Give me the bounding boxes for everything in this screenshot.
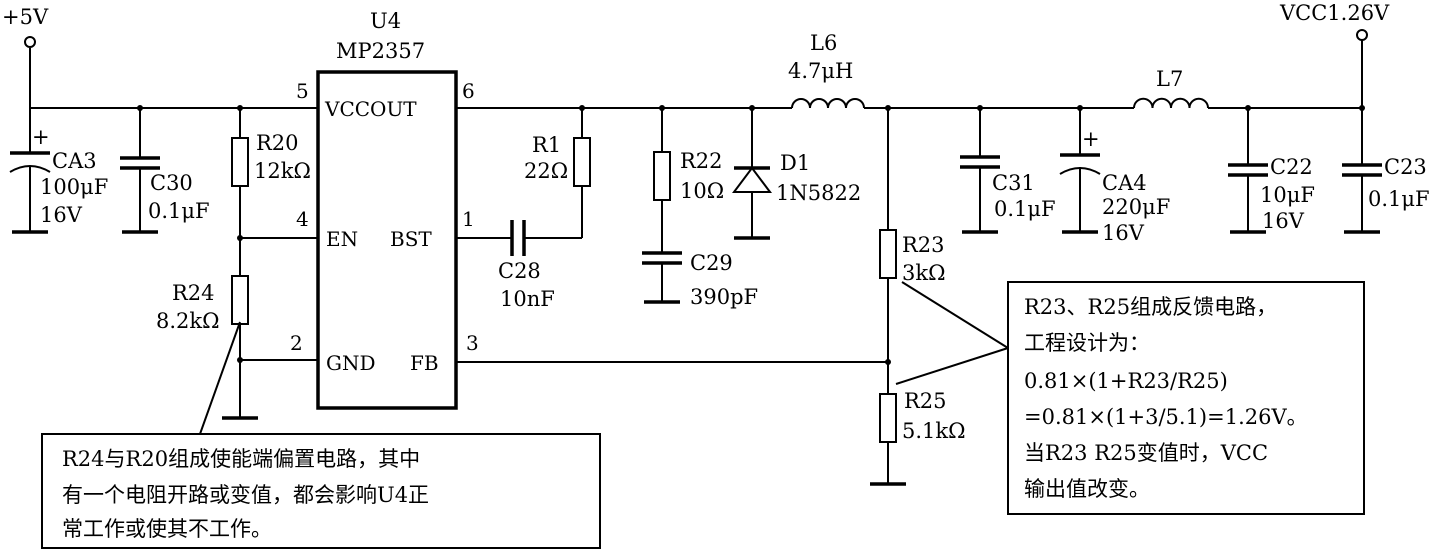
capacitor-c29: C29 390pF [642, 251, 758, 309]
c29-value: 390pF [690, 285, 758, 309]
c23-value: 0.1μF [1368, 187, 1430, 211]
ic-u4: U4 MP2357 VCCOUT EN BST GND FB 5 6 4 1 2… [290, 9, 479, 410]
resistor-r1: R1 22Ω [524, 133, 591, 187]
l7-ref: L7 [1156, 67, 1183, 91]
diode-d1: D1 1N5822 [732, 151, 861, 240]
inductor-l7: L7 [1133, 67, 1209, 109]
note-enable-line-3: 常工作或使其不工作。 [62, 517, 272, 541]
ca4-rating: 16V [1102, 221, 1145, 245]
pin-number-1: 1 [462, 207, 475, 231]
note-feedback-line-1: R23、R25组成反馈电路， [1024, 295, 1277, 319]
r1-ref: R1 [532, 133, 561, 157]
pin-number-5: 5 [296, 79, 309, 103]
c22-rating: 16V [1262, 209, 1305, 233]
resistor-r24: R24 8.2kΩ [156, 275, 249, 333]
r24-ref: R24 [172, 281, 215, 305]
vin-label: +5V [2, 5, 49, 29]
vin-terminal: +5V [2, 5, 49, 48]
pin-bst-label: BST [390, 227, 432, 251]
capacitor-c23: C23 0.1μF [1342, 155, 1430, 234]
capacitor-c30: C30 0.1μF [120, 156, 210, 234]
d1-value: 1N5822 [776, 181, 861, 205]
c31-ref: C31 [992, 171, 1035, 195]
r1-value: 22Ω [524, 159, 568, 183]
ca4-ref: CA4 [1102, 171, 1147, 195]
d1-ref: D1 [780, 151, 810, 175]
ca4-polarity: + [1082, 127, 1100, 151]
c28-ref: C28 [498, 259, 541, 283]
ca4-value: 220μF [1102, 195, 1170, 219]
pin-gnd-label: GND [326, 351, 376, 375]
c30-ref: C30 [150, 171, 193, 195]
r25-value: 5.1kΩ [902, 419, 966, 443]
capacitor-ca3: + CA3 100μF 16V [9, 125, 108, 234]
pin-number-2: 2 [290, 331, 303, 355]
resistor-r20: R20 12kΩ [231, 131, 311, 187]
resistor-r23: R23 3kΩ [879, 229, 946, 285]
pin-number-3: 3 [466, 331, 479, 355]
c22-value: 10μF [1260, 183, 1315, 207]
ca3-rating: 16V [40, 203, 83, 227]
l6-value: 4.7μH [788, 59, 853, 83]
ca3-ref: CA3 [52, 149, 97, 173]
capacitor-ca4: + CA4 220μF 16V [1059, 127, 1170, 245]
c31-value: 0.1μF [994, 197, 1056, 221]
ca3-value: 100μF [40, 175, 108, 199]
ca3-polarity: + [32, 125, 50, 149]
pin-en-label: EN [326, 227, 358, 251]
ic-part: MP2357 [336, 39, 425, 63]
pin-vccout-label: VCCOUT [324, 97, 417, 121]
pin-number-4: 4 [296, 207, 309, 231]
l6-ref: L6 [810, 31, 837, 55]
junctions [137, 105, 1365, 365]
c28-value: 10nF [500, 287, 555, 311]
r20-ref: R20 [256, 131, 299, 155]
note-feedback-line-2: 工程设计为： [1024, 331, 1150, 355]
resistor-r22: R22 10Ω [653, 149, 724, 203]
c23-ref: C23 [1384, 155, 1427, 179]
note-enable-line-2: 有一个电阻开路或变值，都会影响U4正 [62, 483, 429, 507]
resistor-r25: R25 5.1kΩ [879, 389, 966, 443]
r20-value: 12kΩ [254, 159, 311, 183]
note-feedback-line-3: 0.81×(1+R23/R25) [1024, 369, 1228, 393]
capacitor-c28: C28 10nF [498, 220, 555, 311]
note-feedback-line-6: 输出值改变。 [1024, 477, 1150, 501]
r24-value: 8.2kΩ [156, 309, 220, 333]
note-feedback-line-5: 当R23 R25变值时，VCC [1024, 441, 1268, 465]
ic-ref: U4 [370, 9, 401, 33]
capacitor-c31: C31 0.1μF [960, 155, 1056, 234]
c29-ref: C29 [690, 251, 733, 275]
note-feedback-line-4: =0.81×(1+3/5.1)=1.26V。 [1024, 405, 1308, 429]
capacitor-c22: C22 10μF 16V [1228, 155, 1315, 234]
pin-fb-label: FB [410, 351, 439, 375]
pin-number-6: 6 [462, 79, 475, 103]
c30-value: 0.1μF [148, 199, 210, 223]
callout-enable: R24与R20组成使能端偏置电路，其中 有一个电阻开路或变值，都会影响U4正 常… [41, 321, 601, 549]
vout-label: VCC1.26V [1279, 1, 1390, 25]
callout-feedback: R23、R25组成反馈电路， 工程设计为： 0.81×(1+R23/R25) =… [895, 281, 1365, 515]
r25-ref: R25 [904, 389, 947, 413]
r22-ref: R22 [680, 149, 723, 173]
note-enable-line-1: R24与R20组成使能端偏置电路，其中 [62, 447, 420, 471]
vout-terminal: VCC1.26V [1279, 1, 1390, 41]
r22-value: 10Ω [680, 179, 724, 203]
inductor-l6: L6 4.7μH [788, 31, 865, 109]
r23-ref: R23 [902, 233, 945, 257]
c22-ref: C22 [1270, 155, 1313, 179]
r23-value: 3kΩ [902, 261, 946, 285]
wires [29, 40, 1363, 484]
